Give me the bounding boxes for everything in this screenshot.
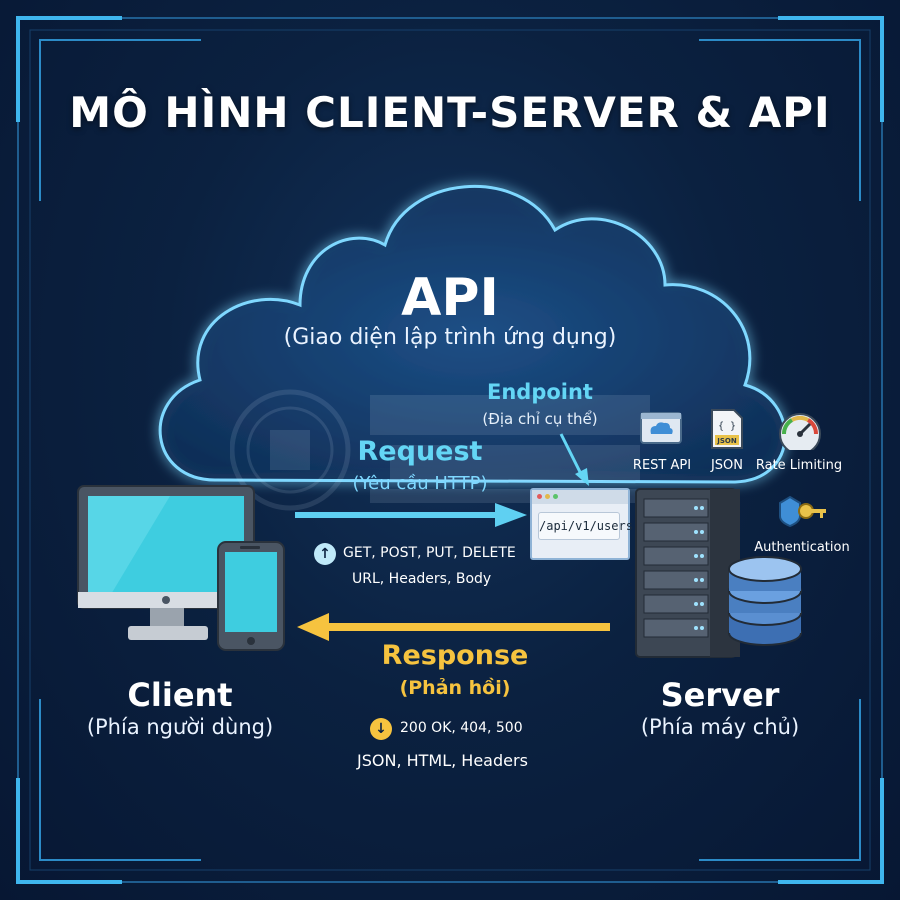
feature-label-json: JSON	[710, 458, 744, 473]
window-dot-icon	[553, 494, 558, 499]
request-arrow	[295, 503, 527, 527]
request-sublabel: (Yêu cầu HTTP)	[352, 473, 488, 494]
feature-label-rest-api: REST API	[632, 458, 692, 473]
client-label: Client	[127, 676, 233, 714]
svg-text:JSON: JSON	[716, 437, 737, 445]
window-dot-icon	[537, 494, 542, 499]
svg-text:{ }: { }	[718, 421, 736, 432]
request-methods: GET, POST, PUT, DELETE	[343, 545, 516, 561]
api-subtitle: (Giao diện lập trình ứng dụng)	[283, 325, 617, 350]
client-sublabel: (Phía người dùng)	[86, 715, 274, 739]
server-label: Server	[660, 676, 780, 714]
feature-label-rate-limiting: Rate Limiting	[755, 458, 843, 473]
server-rack-icon	[635, 488, 802, 658]
api-title: API	[401, 268, 499, 328]
endpoint-pointer-arrow	[559, 433, 589, 486]
down-arrow-icon: ↓	[370, 718, 392, 740]
client-devices-icon	[77, 485, 285, 651]
response-arrow	[297, 613, 610, 641]
json-file-icon: { } JSON	[711, 409, 743, 449]
endpoint-label: Endpoint	[487, 380, 593, 404]
response-formats: JSON, HTML, Headers	[357, 751, 528, 770]
response-label: Response	[381, 640, 529, 671]
response-status-codes: 200 OK, 404, 500	[400, 720, 523, 736]
up-arrow-icon: ↑	[314, 543, 336, 565]
endpoint-sublabel: (Địa chỉ cụ thể)	[482, 410, 598, 428]
speedometer-icon	[779, 413, 821, 450]
cloud-api-icon	[640, 412, 682, 444]
response-sublabel: (Phản hồi)	[399, 677, 511, 699]
endpoint-url: /api/v1/users	[538, 512, 633, 540]
window-title-bar	[532, 490, 628, 504]
server-sublabel: (Phía máy chủ)	[640, 715, 800, 739]
window-dot-icon	[545, 494, 550, 499]
request-parts: URL, Headers, Body	[352, 571, 492, 587]
key-icon	[779, 495, 826, 528]
endpoint-window: /api/v1/users	[530, 488, 633, 560]
feature-label-authentication: Authentication	[754, 540, 850, 555]
request-label: Request	[357, 436, 483, 467]
page-title: MÔ HÌNH CLIENT-SERVER & API	[69, 88, 831, 137]
